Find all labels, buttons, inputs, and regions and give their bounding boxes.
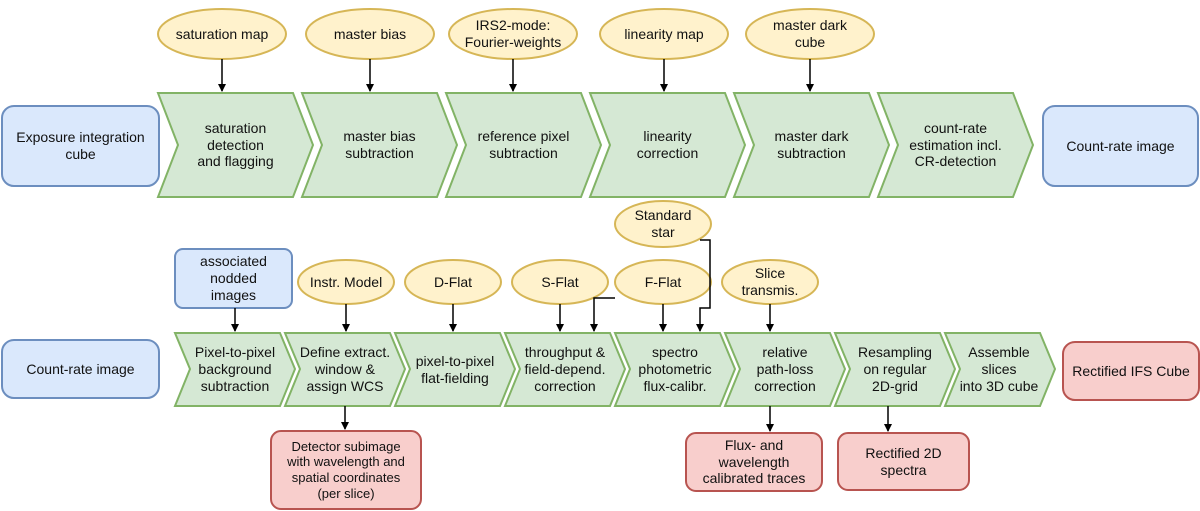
row1-ref-3	[448, 8, 578, 60]
row2-input-box	[1, 339, 160, 399]
row1-step-4	[588, 92, 747, 198]
row1-step-6	[876, 92, 1035, 198]
row1-step-5	[732, 92, 891, 198]
row2-step-3	[393, 332, 517, 407]
row2-step-6	[723, 332, 847, 407]
ref-standard-star	[614, 200, 712, 248]
row2-step-5	[613, 332, 737, 407]
ref-f-flat	[614, 259, 712, 305]
arrow-f-flat-to-throughput	[590, 297, 615, 332]
row1-input-box	[1, 105, 160, 187]
ref-slice-transmis	[721, 259, 819, 305]
row2-output-box	[1062, 341, 1200, 401]
row2-step-2	[283, 332, 407, 407]
row1-output-box	[1042, 105, 1199, 187]
product-detector-subimage	[270, 430, 422, 510]
row1-ref-5	[745, 8, 875, 60]
row1-ref-1	[157, 8, 287, 60]
row1-step-1	[156, 92, 315, 198]
product-rectified-2d	[837, 432, 970, 491]
nodded-images-box	[174, 248, 293, 309]
arrow-standard-star	[696, 239, 711, 332]
ref-instr-model	[297, 259, 395, 305]
row2-step-7	[833, 332, 957, 407]
ref-d-flat	[404, 259, 502, 305]
row1-ref-4	[599, 8, 729, 60]
row2-step-8	[943, 332, 1057, 407]
row2-step-4	[503, 332, 627, 407]
row1-step-3	[444, 92, 603, 198]
product-traces	[685, 432, 823, 492]
row1-step-2	[300, 92, 459, 198]
row2-step-1	[173, 332, 297, 407]
row1-ref-2	[305, 8, 435, 60]
